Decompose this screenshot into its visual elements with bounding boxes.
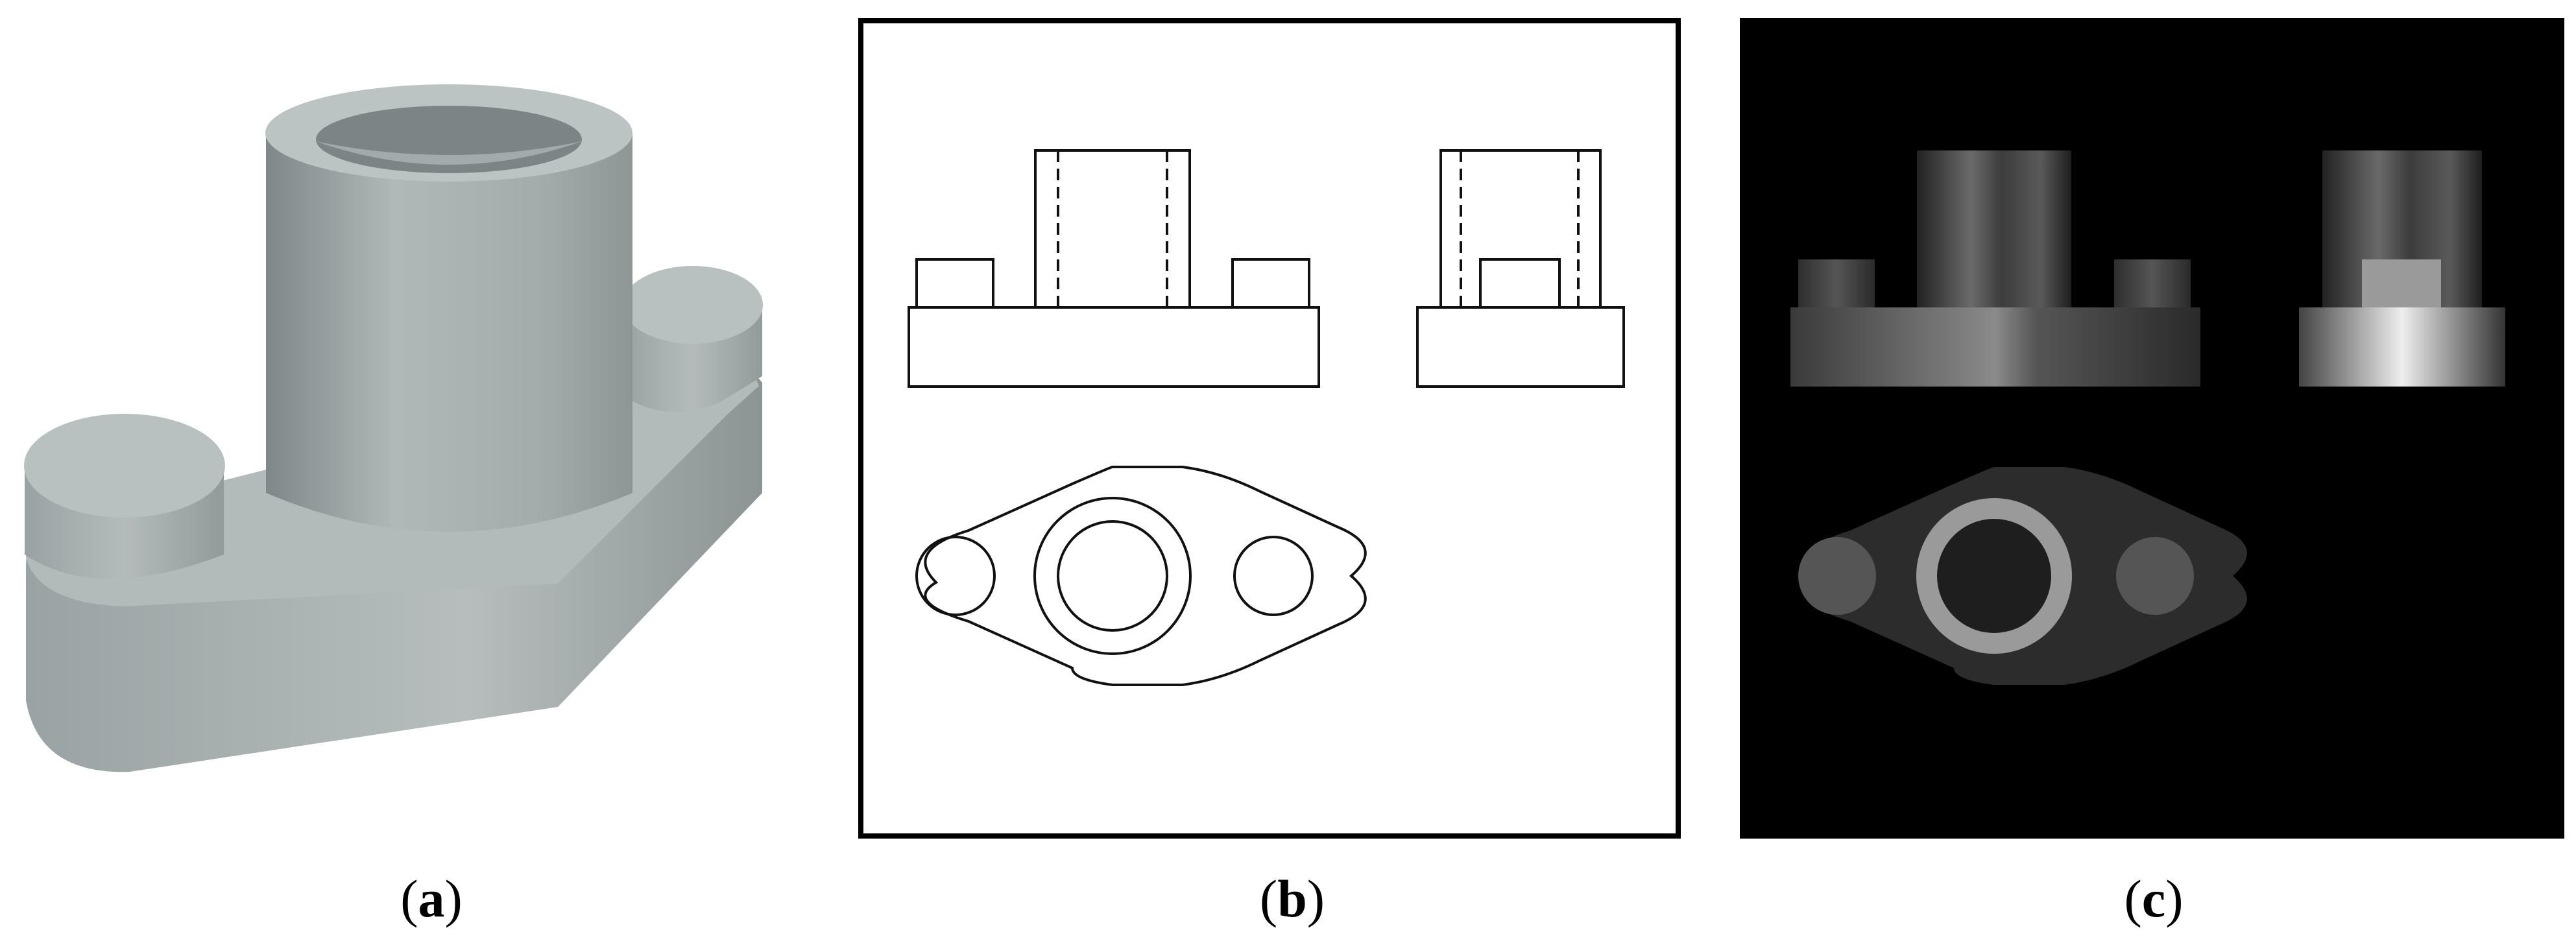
shaded-top-right-boss [2116, 537, 2194, 615]
top-view-cylinder-bore [1057, 520, 1168, 632]
shaded-side-base [2299, 307, 2505, 387]
right-boss-top [623, 266, 763, 344]
side-view [1416, 149, 1625, 388]
caption-b: (b) [1259, 869, 1325, 928]
front-view-right-boss [1231, 258, 1310, 309]
shaded-orthographic-image [1790, 150, 2505, 685]
top-view-cylinder-outer [1033, 497, 1192, 655]
left-boss-top [24, 414, 225, 518]
bore-inner-wall [316, 141, 582, 165]
panel-a-3d-render [0, 0, 843, 843]
front-view-cylinder [1034, 149, 1191, 309]
side-view-boss [1479, 258, 1561, 309]
shaded-top-bore [1937, 519, 2051, 633]
top-view [915, 466, 1367, 686]
orthographic-line-drawing [858, 18, 1681, 839]
shaded-front-base [1790, 307, 2200, 387]
caption-c: (c) [2124, 869, 2184, 928]
shaded-top-left-boss [1798, 537, 1876, 615]
front-view-left-boss [915, 258, 994, 309]
panel-b-frame [858, 18, 1681, 839]
front-view-base [908, 306, 1320, 388]
part-3d-render-image [24, 84, 763, 772]
side-view-base [1416, 306, 1625, 388]
top-view-right-boss [1233, 536, 1314, 616]
shaded-side-boss [2362, 259, 2441, 307]
front-view [908, 149, 1320, 388]
side-view-cylinder [1439, 149, 1602, 309]
shaded-front-right-boss [2114, 259, 2191, 307]
shaded-front-cylinder [1917, 150, 2071, 307]
main-cylinder-side [266, 133, 632, 532]
top-view-flange-outline [924, 466, 1367, 686]
panel-c-shaded-views [1740, 18, 2564, 839]
top-view-left-boss [915, 536, 996, 616]
panel-b-line-drawing [858, 18, 1681, 839]
caption-a: (a) [400, 869, 463, 928]
shaded-front-left-boss [1798, 259, 1875, 307]
